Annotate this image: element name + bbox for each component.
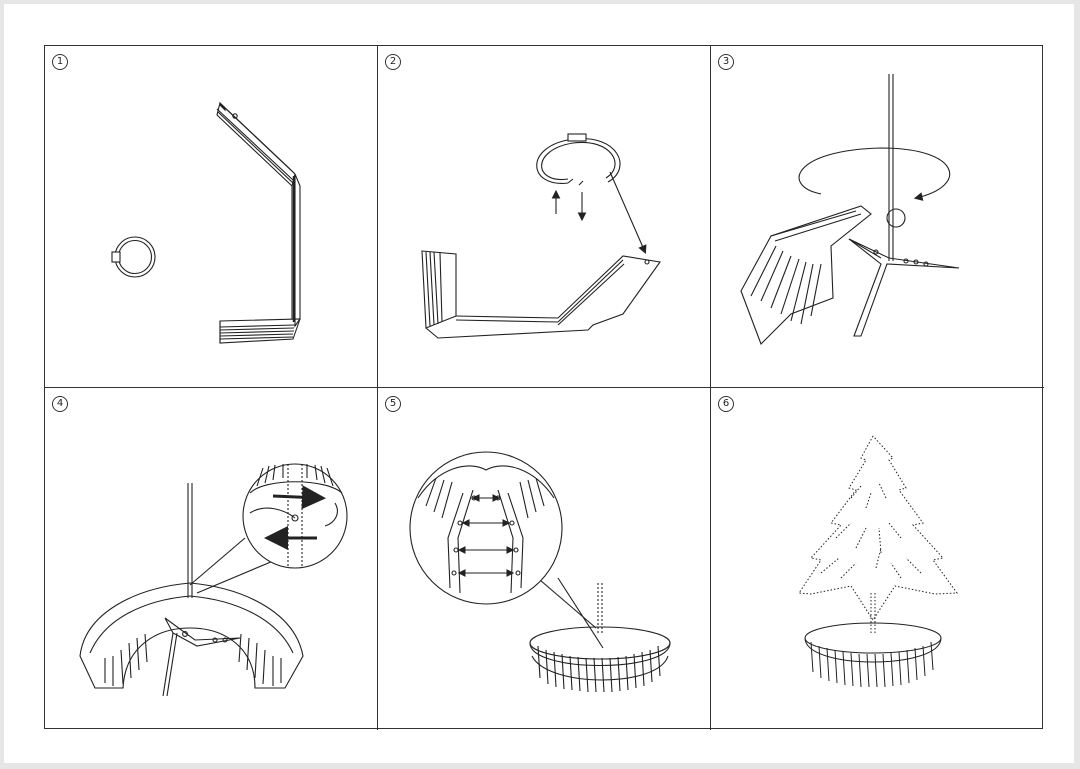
step-panel-1: 1: [45, 46, 378, 388]
folded-fan-stack: [740, 205, 872, 345]
step-3-illustration: [740, 74, 960, 345]
dowel-pole: [162, 483, 193, 697]
pleated-base: [529, 626, 671, 693]
step-number-6: 6: [718, 396, 734, 412]
step-number-3: 3: [718, 54, 734, 70]
step-number-1: 1: [52, 54, 68, 70]
step-1-illustration: [111, 101, 301, 344]
step-panel-5: 5: [378, 388, 711, 730]
tree-outline: [798, 435, 958, 633]
dowel-pole: [888, 74, 894, 261]
instruction-grid: 1: [44, 45, 1044, 730]
step-panel-2: 2: [378, 46, 711, 388]
open-ring-icon: [536, 133, 621, 186]
hook-ring-icon: [886, 208, 906, 228]
tripod-stand: [164, 617, 241, 647]
folded-paper-stack: [421, 250, 661, 339]
step-number-5: 5: [385, 396, 401, 412]
magnifier-detail: [242, 463, 348, 569]
magnifier-detail: [409, 451, 563, 605]
step-panel-6: 6: [711, 388, 1044, 730]
rotate-arrow-icon: [798, 147, 951, 201]
pointer-arrow-icon: [609, 171, 647, 255]
step-2-illustration: [421, 133, 661, 339]
tripod-stand: [848, 238, 960, 337]
step-4-illustration: [79, 463, 348, 697]
arrow-right-icon: [272, 485, 326, 510]
step-number-4: 4: [52, 396, 68, 412]
step-6-illustration: [798, 435, 958, 688]
open-fan-half: [79, 582, 304, 689]
pleated-base: [804, 622, 942, 688]
step-panel-3: 3: [711, 46, 1044, 388]
instruction-sheet: 1: [4, 4, 1074, 763]
step-panel-4: 4: [45, 388, 378, 730]
folded-paper-stack: [216, 101, 301, 344]
step-number-2: 2: [385, 54, 401, 70]
binder-ring-icon: [111, 236, 156, 278]
step-5-illustration: [409, 451, 671, 693]
